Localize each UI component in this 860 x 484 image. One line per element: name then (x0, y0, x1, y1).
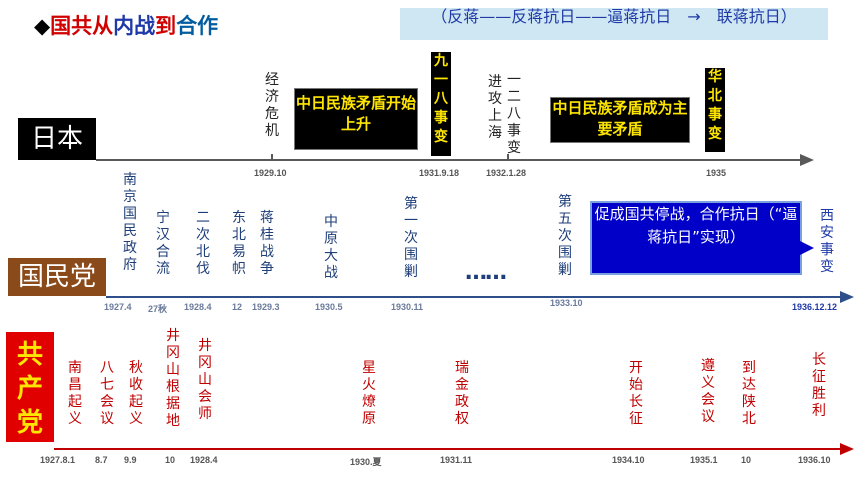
date-label: 1927.8.1 (40, 455, 76, 465)
date-label: 1935.1 (690, 455, 718, 465)
date-label: 1927.4 (104, 302, 132, 312)
date-label: 1930.夏 (350, 457, 382, 467)
ceasefire-box: 促成国共停战，合作抗日（“逼蒋抗日”实现） (590, 201, 802, 275)
date-label: 1934.10 (612, 455, 645, 465)
japan-timeline-line (96, 159, 802, 161)
event-central-plains-war: 中原大战 (324, 214, 338, 281)
event-long-march-victory: 长征胜利 (812, 352, 826, 419)
event-jinggangshan-meeting: 井冈山会师 (198, 338, 212, 422)
event-attack-shanghai: 进攻上海 (488, 74, 502, 141)
event-918-incident: 九一八事变 (431, 52, 451, 156)
japan-label: 日本 (18, 118, 96, 160)
event-ruijin-regime: 瑞金政权 (455, 360, 469, 427)
timeline-tick (271, 154, 273, 160)
event-northeast-flag-change: 东北易帜 (232, 210, 246, 277)
date-label: 1936.10 (798, 455, 831, 465)
event-xian-incident: 西安事变 (820, 208, 834, 275)
ccp-label: 共产党 (6, 332, 54, 442)
event-north-china-incident: 华北事变 (705, 68, 725, 152)
date-label: 9.9 (124, 455, 137, 465)
event-jinggangshan-base: 井冈山根据地 (166, 328, 180, 429)
date-label: 1928.4 (184, 302, 212, 312)
japan-arrow-icon (800, 154, 814, 166)
kmt-arrow-icon (840, 291, 854, 303)
event-chiang-gui-war: 蒋桂战争 (260, 210, 274, 277)
date-label: 1936.12.12 (792, 302, 838, 312)
title-part: 国共从 (50, 14, 114, 38)
page-title: ◆国共从内战到合作 (34, 10, 218, 40)
event-long-march-start: 开始长征 (629, 360, 643, 427)
date-label: 1933.10 (550, 298, 583, 308)
date-label: 27秋 (148, 304, 168, 314)
event-nanjing-government: 南京国民政府 (123, 172, 137, 273)
title-part: 内战 (113, 14, 156, 38)
contradiction-rising-box: 中日民族矛盾开始上升 (294, 88, 418, 150)
date-label: 12 (232, 302, 243, 312)
callout-pointer (798, 240, 814, 256)
event-autumn-harvest-uprising: 秋收起义 (129, 360, 143, 427)
event-august7-meeting: 八七会议 (100, 360, 114, 427)
date-label: 1930.5 (315, 302, 343, 312)
date-label: 1930.11 (391, 302, 424, 312)
date-label: 1932.1.28 (486, 168, 527, 178)
event-nanchang-uprising: 南昌起义 (68, 360, 82, 427)
date-label: 1935 (706, 168, 727, 178)
ccp-arrow-icon (840, 443, 854, 455)
date-label: 1931.9.18 (419, 168, 460, 178)
event-economic-crisis: 经济危机 (265, 72, 279, 139)
bullet-icon: ◆ (34, 14, 51, 38)
ccp-timeline-line (54, 448, 842, 450)
ellipsis-dots: …… (465, 260, 507, 285)
date-label: 10 (165, 455, 176, 465)
date-label: 10 (741, 455, 752, 465)
event-first-encirclement: 第一次围剿 (404, 196, 418, 280)
policy-note: （反蒋——反蒋抗日——逼蒋抗日 → 联蒋抗日） (400, 8, 828, 40)
title-part: 到 (155, 14, 177, 38)
date-label: 1928.4 (190, 455, 218, 465)
event-second-northern-expedition: 二次北伐 (196, 210, 210, 277)
date-label: 1931.11 (440, 455, 473, 465)
date-label: 1929.3 (252, 302, 280, 312)
event-zunyi-meeting: 遵义会议 (701, 358, 715, 425)
event-single-spark: 星火燎原 (362, 360, 376, 427)
kmt-label: 国民党 (8, 258, 106, 296)
date-label: 1929.10 (254, 168, 287, 178)
event-fifth-encirclement: 第五次围剿 (558, 194, 572, 278)
date-label: 8.7 (95, 455, 108, 465)
event-ninghan-merger: 宁汉合流 (156, 210, 170, 277)
title-part: 合作 (176, 14, 219, 38)
event-reach-north-shaanxi: 到达陕北 (742, 360, 756, 427)
event-128-incident: 一二八事变 (507, 72, 521, 156)
kmt-timeline-line (106, 296, 842, 298)
timeline-tick (507, 154, 509, 160)
contradiction-main-box: 中日民族矛盾成为主要矛盾 (550, 97, 690, 143)
